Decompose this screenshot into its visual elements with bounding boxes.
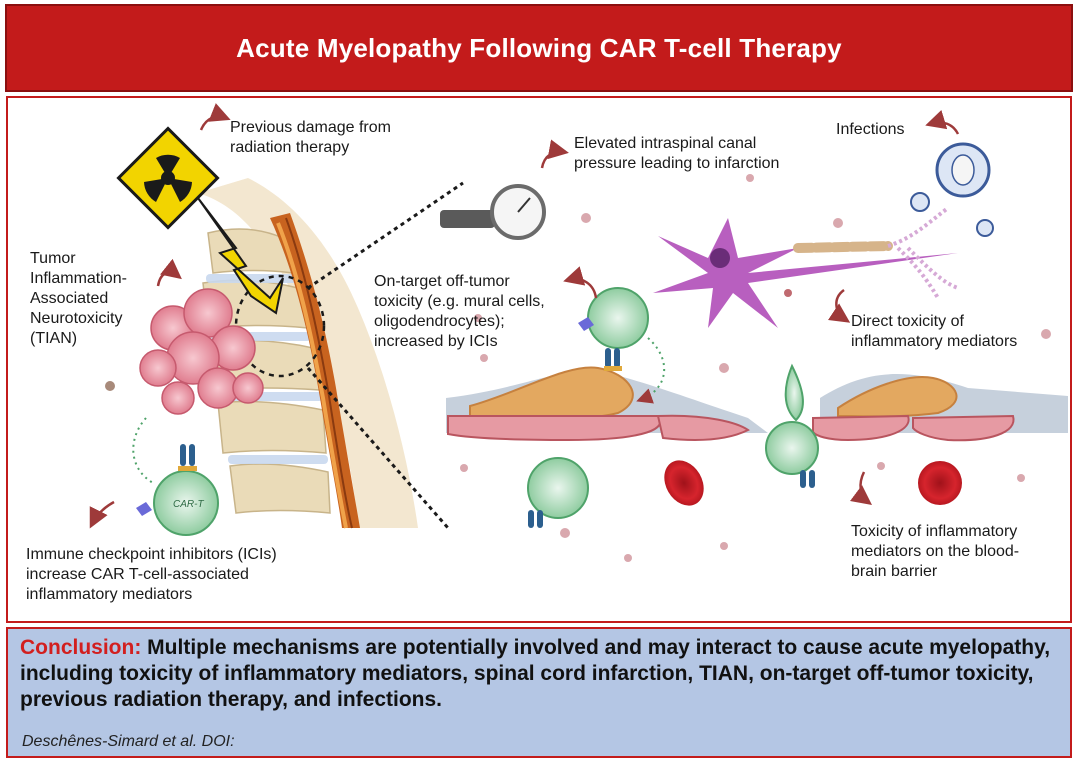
tumor-cluster-icon — [139, 288, 264, 415]
blood-brain-barrier-illustration — [446, 366, 1068, 442]
lightning-icon — [197, 197, 284, 315]
ici-label: Immune checkpoint inhibitors (ICIs)incre… — [26, 546, 277, 603]
t-cell-icon — [527, 457, 589, 528]
t-cell-icon — [578, 287, 649, 371]
diagram-panel: CAR-T — [6, 96, 1072, 623]
page-title: Acute Myelopathy Following CAR T-cell Th… — [236, 32, 842, 63]
car-t-label: CAR-T — [173, 499, 204, 510]
red-blood-cell-icon — [664, 460, 704, 506]
neuron-icon — [653, 206, 959, 328]
spine-illustration — [198, 178, 464, 529]
infections-label: Infections — [836, 121, 905, 138]
virus-icon — [910, 142, 994, 237]
conclusion-body: Multiple mechanisms are potentially invo… — [20, 636, 1051, 711]
illustration: CAR-T — [89, 103, 1068, 562]
red-blood-cell-icon — [918, 461, 962, 505]
pressure-gauge-icon — [440, 184, 546, 240]
radiation-icon — [116, 126, 220, 230]
car-t-cell-icon: CAR-T — [136, 444, 219, 536]
conclusion-text: Conclusion: Multiple mechanisms are pote… — [20, 635, 1058, 713]
annotation-arrows — [89, 103, 960, 529]
conclusion-box: Conclusion: Multiple mechanisms are pote… — [6, 627, 1072, 758]
extravasating-t-cell-icon — [765, 363, 819, 488]
inflammatory-mediator-dots — [105, 174, 1051, 562]
title-banner: Acute Myelopathy Following CAR T-cell Th… — [5, 4, 1073, 92]
conclusion-keyword: Conclusion: — [20, 636, 142, 659]
citation: Deschênes-Simard et al. DOI: — [22, 733, 235, 750]
